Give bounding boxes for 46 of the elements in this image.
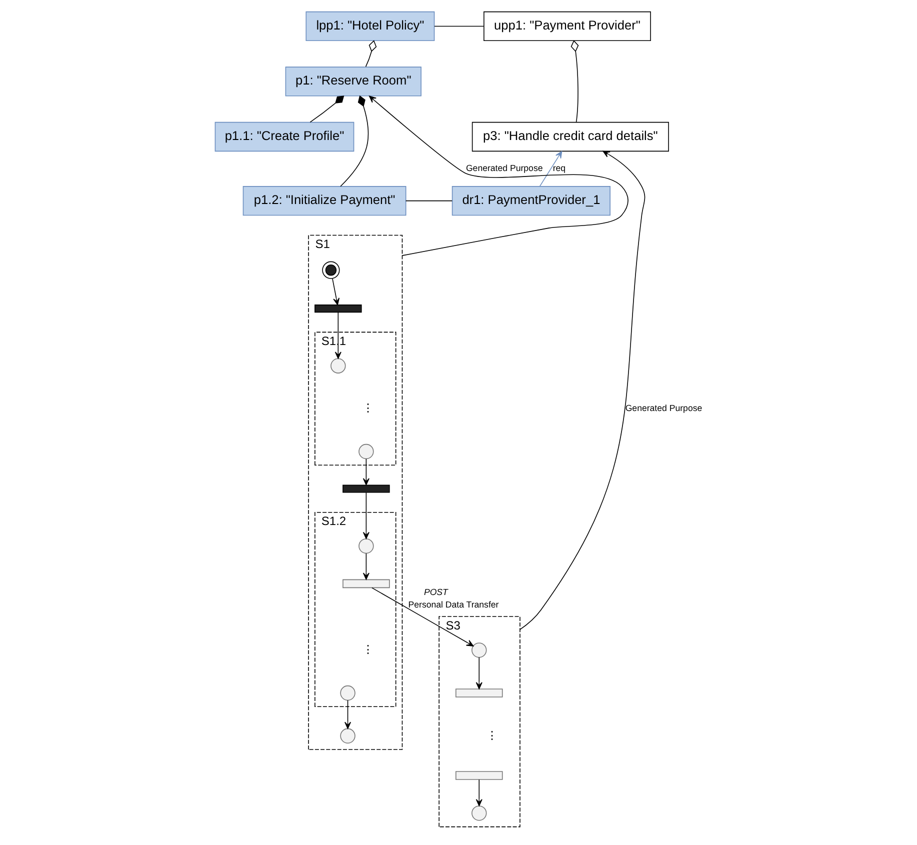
connector: [570, 40, 579, 123]
label: POST: [424, 587, 448, 598]
connector: [434, 26, 484, 27]
arrow: [476, 779, 482, 806]
arrow: [344, 700, 352, 729]
node-box: dr1: PaymentProvider_1: [452, 186, 610, 216]
node-box: [342, 579, 390, 588]
arrow: [520, 150, 646, 630]
arrow: [332, 278, 340, 306]
node-circle: [472, 806, 487, 821]
node-box: p3: "Handle credit card details": [472, 122, 669, 152]
edge-label: Generated Purpose: [466, 163, 543, 174]
edge-label: Generated Purpose: [625, 402, 702, 413]
connector: [310, 96, 344, 123]
arrow: [539, 151, 562, 187]
edge-label: req: [552, 163, 566, 174]
label: ⋮: [362, 402, 374, 415]
node-bar: [342, 484, 390, 493]
arrow: [362, 492, 370, 540]
node-box: p1.1: "Create Profile": [214, 122, 354, 152]
node-bar: [314, 304, 362, 313]
node-circle: [340, 685, 356, 701]
node-box: upp1: "Payment Provider": [484, 11, 651, 42]
connector: [365, 40, 377, 68]
label: ⋮: [486, 730, 498, 742]
connector: [405, 200, 453, 202]
node-box: lpp1: "Hotel Policy": [306, 11, 435, 42]
node-box: [456, 771, 503, 780]
arrow: [368, 96, 628, 256]
node-circle: [358, 444, 374, 460]
node-box: p1: "Reserve Room": [285, 66, 422, 96]
node-box: [456, 688, 503, 698]
arrow: [476, 657, 482, 690]
connector: [340, 95, 369, 187]
arrow: [372, 587, 474, 646]
node-circle: [358, 538, 374, 554]
node-circle: [472, 642, 487, 658]
label: ⋮: [362, 644, 374, 656]
arrow: [334, 312, 342, 359]
arrow: [362, 553, 370, 580]
node-circle: [330, 358, 346, 374]
node-circle: [340, 728, 356, 744]
arrow: [362, 458, 370, 486]
node-box: p1.2: "Initialize Payment": [242, 186, 406, 216]
node-circle: [322, 261, 340, 279]
edge-label: Personal Data Transfer: [408, 600, 499, 610]
